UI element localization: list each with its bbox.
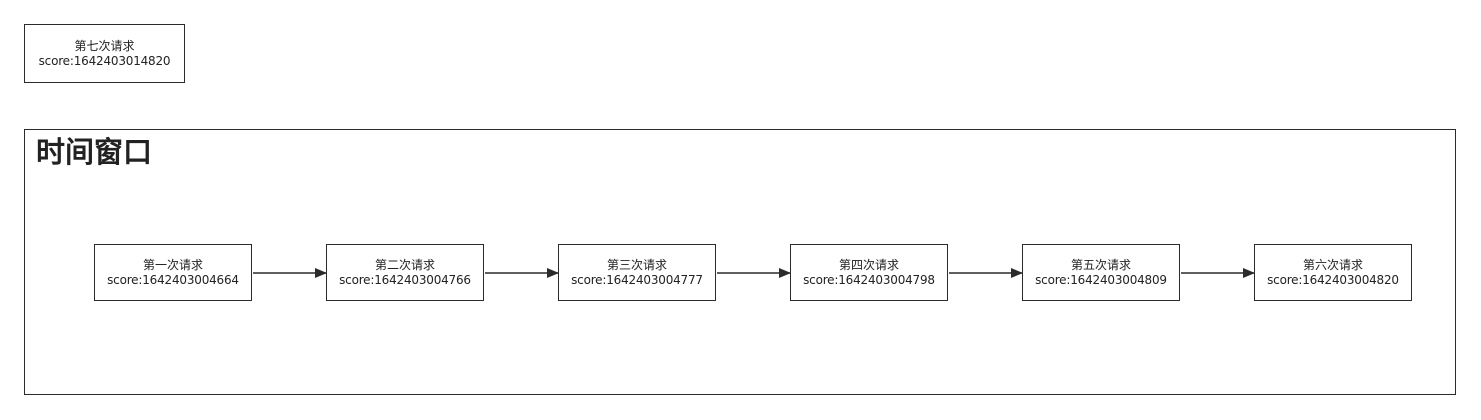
request-title: 第六次请求 xyxy=(1302,257,1363,272)
request-node-2[interactable]: 第二次请求 score:1642403004766 xyxy=(326,244,484,301)
request-score: score:1642403004664 xyxy=(107,272,239,287)
request-node-1[interactable]: 第一次请求 score:1642403004664 xyxy=(94,244,252,301)
request-score: score:1642403004820 xyxy=(1267,272,1399,287)
request-node-7[interactable]: 第七次请求 score:1642403014820 xyxy=(24,24,185,83)
request-score: score:1642403014820 xyxy=(38,53,171,68)
request-title: 第三次请求 xyxy=(606,257,667,272)
request-title: 第二次请求 xyxy=(374,257,435,272)
request-title: 第五次请求 xyxy=(1070,257,1131,272)
request-node-3[interactable]: 第三次请求 score:1642403004777 xyxy=(558,244,716,301)
request-node-5[interactable]: 第五次请求 score:1642403004809 xyxy=(1022,244,1180,301)
request-score: score:1642403004777 xyxy=(571,272,703,287)
request-title: 第一次请求 xyxy=(142,257,203,272)
request-score: score:1642403004798 xyxy=(803,272,935,287)
request-title: 第七次请求 xyxy=(74,38,135,53)
request-node-4[interactable]: 第四次请求 score:1642403004798 xyxy=(790,244,948,301)
time-window-title: 时间窗口 xyxy=(36,135,153,169)
time-window-container xyxy=(24,129,1456,395)
request-node-6[interactable]: 第六次请求 score:1642403004820 xyxy=(1254,244,1412,301)
request-score: score:1642403004809 xyxy=(1035,272,1167,287)
request-score: score:1642403004766 xyxy=(339,272,471,287)
request-title: 第四次请求 xyxy=(838,257,899,272)
